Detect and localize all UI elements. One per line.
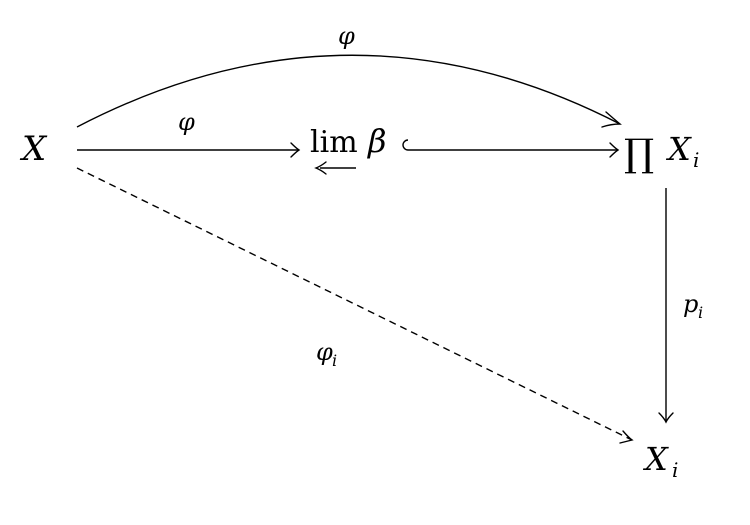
arrow-to-limit: φ bbox=[77, 108, 301, 158]
arrow-projection: p i bbox=[658, 188, 703, 424]
arrow-inclusion bbox=[402, 139, 620, 158]
node-product: ∏ X i bbox=[624, 130, 699, 175]
node-x-symbol: X bbox=[19, 129, 48, 169]
node-limit-beta: lim β bbox=[310, 122, 387, 175]
arrow-component: φ i bbox=[76, 167, 634, 444]
arrow-top-curve-label: φ bbox=[338, 22, 355, 50]
node-product-operator: ∏ bbox=[624, 131, 654, 175]
arrow-component-line bbox=[76, 167, 633, 441]
node-xi-subscript: i bbox=[672, 458, 678, 482]
node-xi: X i bbox=[642, 440, 678, 482]
arrow-component-subscript: i bbox=[332, 351, 337, 370]
arrow-top-curve: φ bbox=[76, 22, 622, 128]
arrow-component-label: φ bbox=[316, 338, 333, 366]
node-limit-symbol: β bbox=[367, 122, 387, 160]
node-xi-symbol: X bbox=[642, 440, 669, 478]
arrow-top-curve-head bbox=[601, 111, 622, 128]
arrow-projection-head bbox=[658, 412, 674, 424]
limit-underarrow-head bbox=[314, 161, 327, 175]
node-limit-operator: lim bbox=[310, 125, 358, 160]
node-product-symbol: X bbox=[665, 130, 692, 168]
arrow-inclusion-head bbox=[609, 142, 620, 158]
arrow-to-limit-head bbox=[290, 142, 301, 158]
arrow-inclusion-hook bbox=[402, 139, 409, 151]
node-product-subscript: i bbox=[693, 148, 699, 172]
node-x: X bbox=[19, 129, 48, 169]
arrow-top-curve-line bbox=[76, 54, 621, 128]
arrow-projection-label: p bbox=[683, 290, 698, 318]
arrow-projection-subscript: i bbox=[698, 303, 703, 322]
arrow-to-limit-label: φ bbox=[178, 108, 195, 136]
arrow-component-head bbox=[619, 430, 634, 444]
